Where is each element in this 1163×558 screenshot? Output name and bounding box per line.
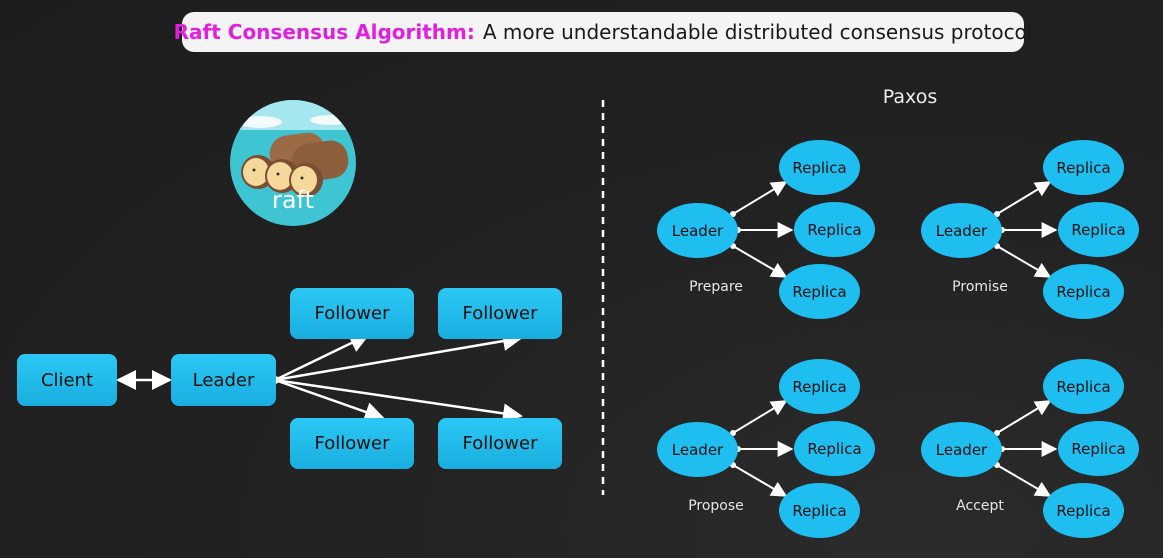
paxos-leader-node: Leader bbox=[921, 203, 1002, 258]
paxos-replica-label: Replica bbox=[1071, 220, 1126, 239]
phase-label-accept: Accept bbox=[956, 498, 1004, 514]
paxos-arrow bbox=[996, 181, 1052, 215]
paxos-arrow bbox=[996, 400, 1052, 434]
paxos-arrow bbox=[996, 245, 1052, 278]
paxos-arrow bbox=[732, 245, 788, 278]
raft-logo: raft bbox=[230, 100, 356, 226]
paxos-leader-label: Leader bbox=[671, 221, 724, 240]
phase-label-prepare: Prepare bbox=[689, 279, 743, 295]
follower-label: Follower bbox=[462, 303, 538, 324]
paxos-replica-label: Replica bbox=[792, 501, 847, 520]
paxos-replica-node: Replica bbox=[779, 359, 860, 414]
paxos-replica-label: Replica bbox=[792, 158, 847, 177]
phase-label-propose: Propose bbox=[688, 498, 744, 514]
paxos-replica-node: Replica bbox=[1058, 202, 1139, 257]
paxos-replica-node: Replica bbox=[779, 264, 860, 319]
paxos-title: Paxos bbox=[882, 86, 938, 108]
arrow-follower-4 bbox=[274, 378, 523, 424]
paxos-replica-label: Replica bbox=[807, 220, 862, 239]
follower-node: Follower bbox=[290, 418, 414, 469]
paxos-replica-node: Replica bbox=[794, 202, 875, 257]
arrow-follower-1 bbox=[274, 333, 370, 382]
client-label: Client bbox=[40, 369, 94, 391]
title-subtitle: A more understandable distributed consen… bbox=[482, 20, 1033, 44]
paxos-leader-node: Leader bbox=[657, 422, 738, 477]
paxos-replica-node: Replica bbox=[1043, 483, 1124, 538]
paxos-replica-node: Replica bbox=[1043, 359, 1124, 414]
arrow-follower-2 bbox=[274, 331, 523, 382]
raft-logs-icon bbox=[230, 100, 356, 197]
follower-node: Follower bbox=[438, 418, 562, 469]
paxos-replica-label: Replica bbox=[1056, 377, 1111, 396]
title-accent: Raft Consensus Algorithm: bbox=[173, 20, 475, 44]
paxos-leader-label: Leader bbox=[935, 440, 988, 459]
paxos-replica-node: Replica bbox=[1058, 421, 1139, 476]
paxos-arrow bbox=[732, 400, 788, 434]
follower-label: Follower bbox=[462, 433, 538, 454]
client-node: Client bbox=[17, 354, 117, 406]
follower-label: Follower bbox=[314, 433, 390, 454]
paxos-replica-label: Replica bbox=[792, 282, 847, 301]
follower-node: Follower bbox=[438, 288, 562, 339]
paxos-leader-node: Leader bbox=[921, 422, 1002, 477]
paxos-replica-label: Replica bbox=[807, 439, 862, 458]
raft-leader-node: Leader bbox=[171, 354, 276, 406]
paxos-replica-label: Replica bbox=[1056, 282, 1111, 301]
title-banner: Raft Consensus Algorithm: A more underst… bbox=[174, 12, 1032, 52]
follower-node: Follower bbox=[290, 288, 414, 339]
raft-logo-text: raft bbox=[271, 186, 314, 214]
arrow-follower-3 bbox=[274, 378, 385, 422]
paxos-replica-node: Replica bbox=[794, 421, 875, 476]
paxos-leader-node: Leader bbox=[657, 203, 738, 258]
paxos-leader-label: Leader bbox=[935, 221, 988, 240]
paxos-leader-label: Leader bbox=[671, 440, 724, 459]
paxos-replica-label: Replica bbox=[1056, 158, 1111, 177]
paxos-replica-node: Replica bbox=[779, 483, 860, 538]
paxos-arrow bbox=[732, 464, 788, 497]
paxos-replica-node: Replica bbox=[1043, 140, 1124, 195]
paxos-arrow bbox=[996, 464, 1052, 497]
paxos-replica-label: Replica bbox=[1056, 501, 1111, 520]
phase-label-promise: Promise bbox=[952, 279, 1008, 295]
paxos-replica-node: Replica bbox=[779, 140, 860, 195]
follower-label: Follower bbox=[314, 303, 390, 324]
paxos-replica-label: Replica bbox=[792, 377, 847, 396]
paxos-replica-node: Replica bbox=[1043, 264, 1124, 319]
paxos-arrow bbox=[732, 181, 788, 215]
raft-leader-label: Leader bbox=[192, 369, 255, 391]
paxos-replica-label: Replica bbox=[1071, 439, 1126, 458]
